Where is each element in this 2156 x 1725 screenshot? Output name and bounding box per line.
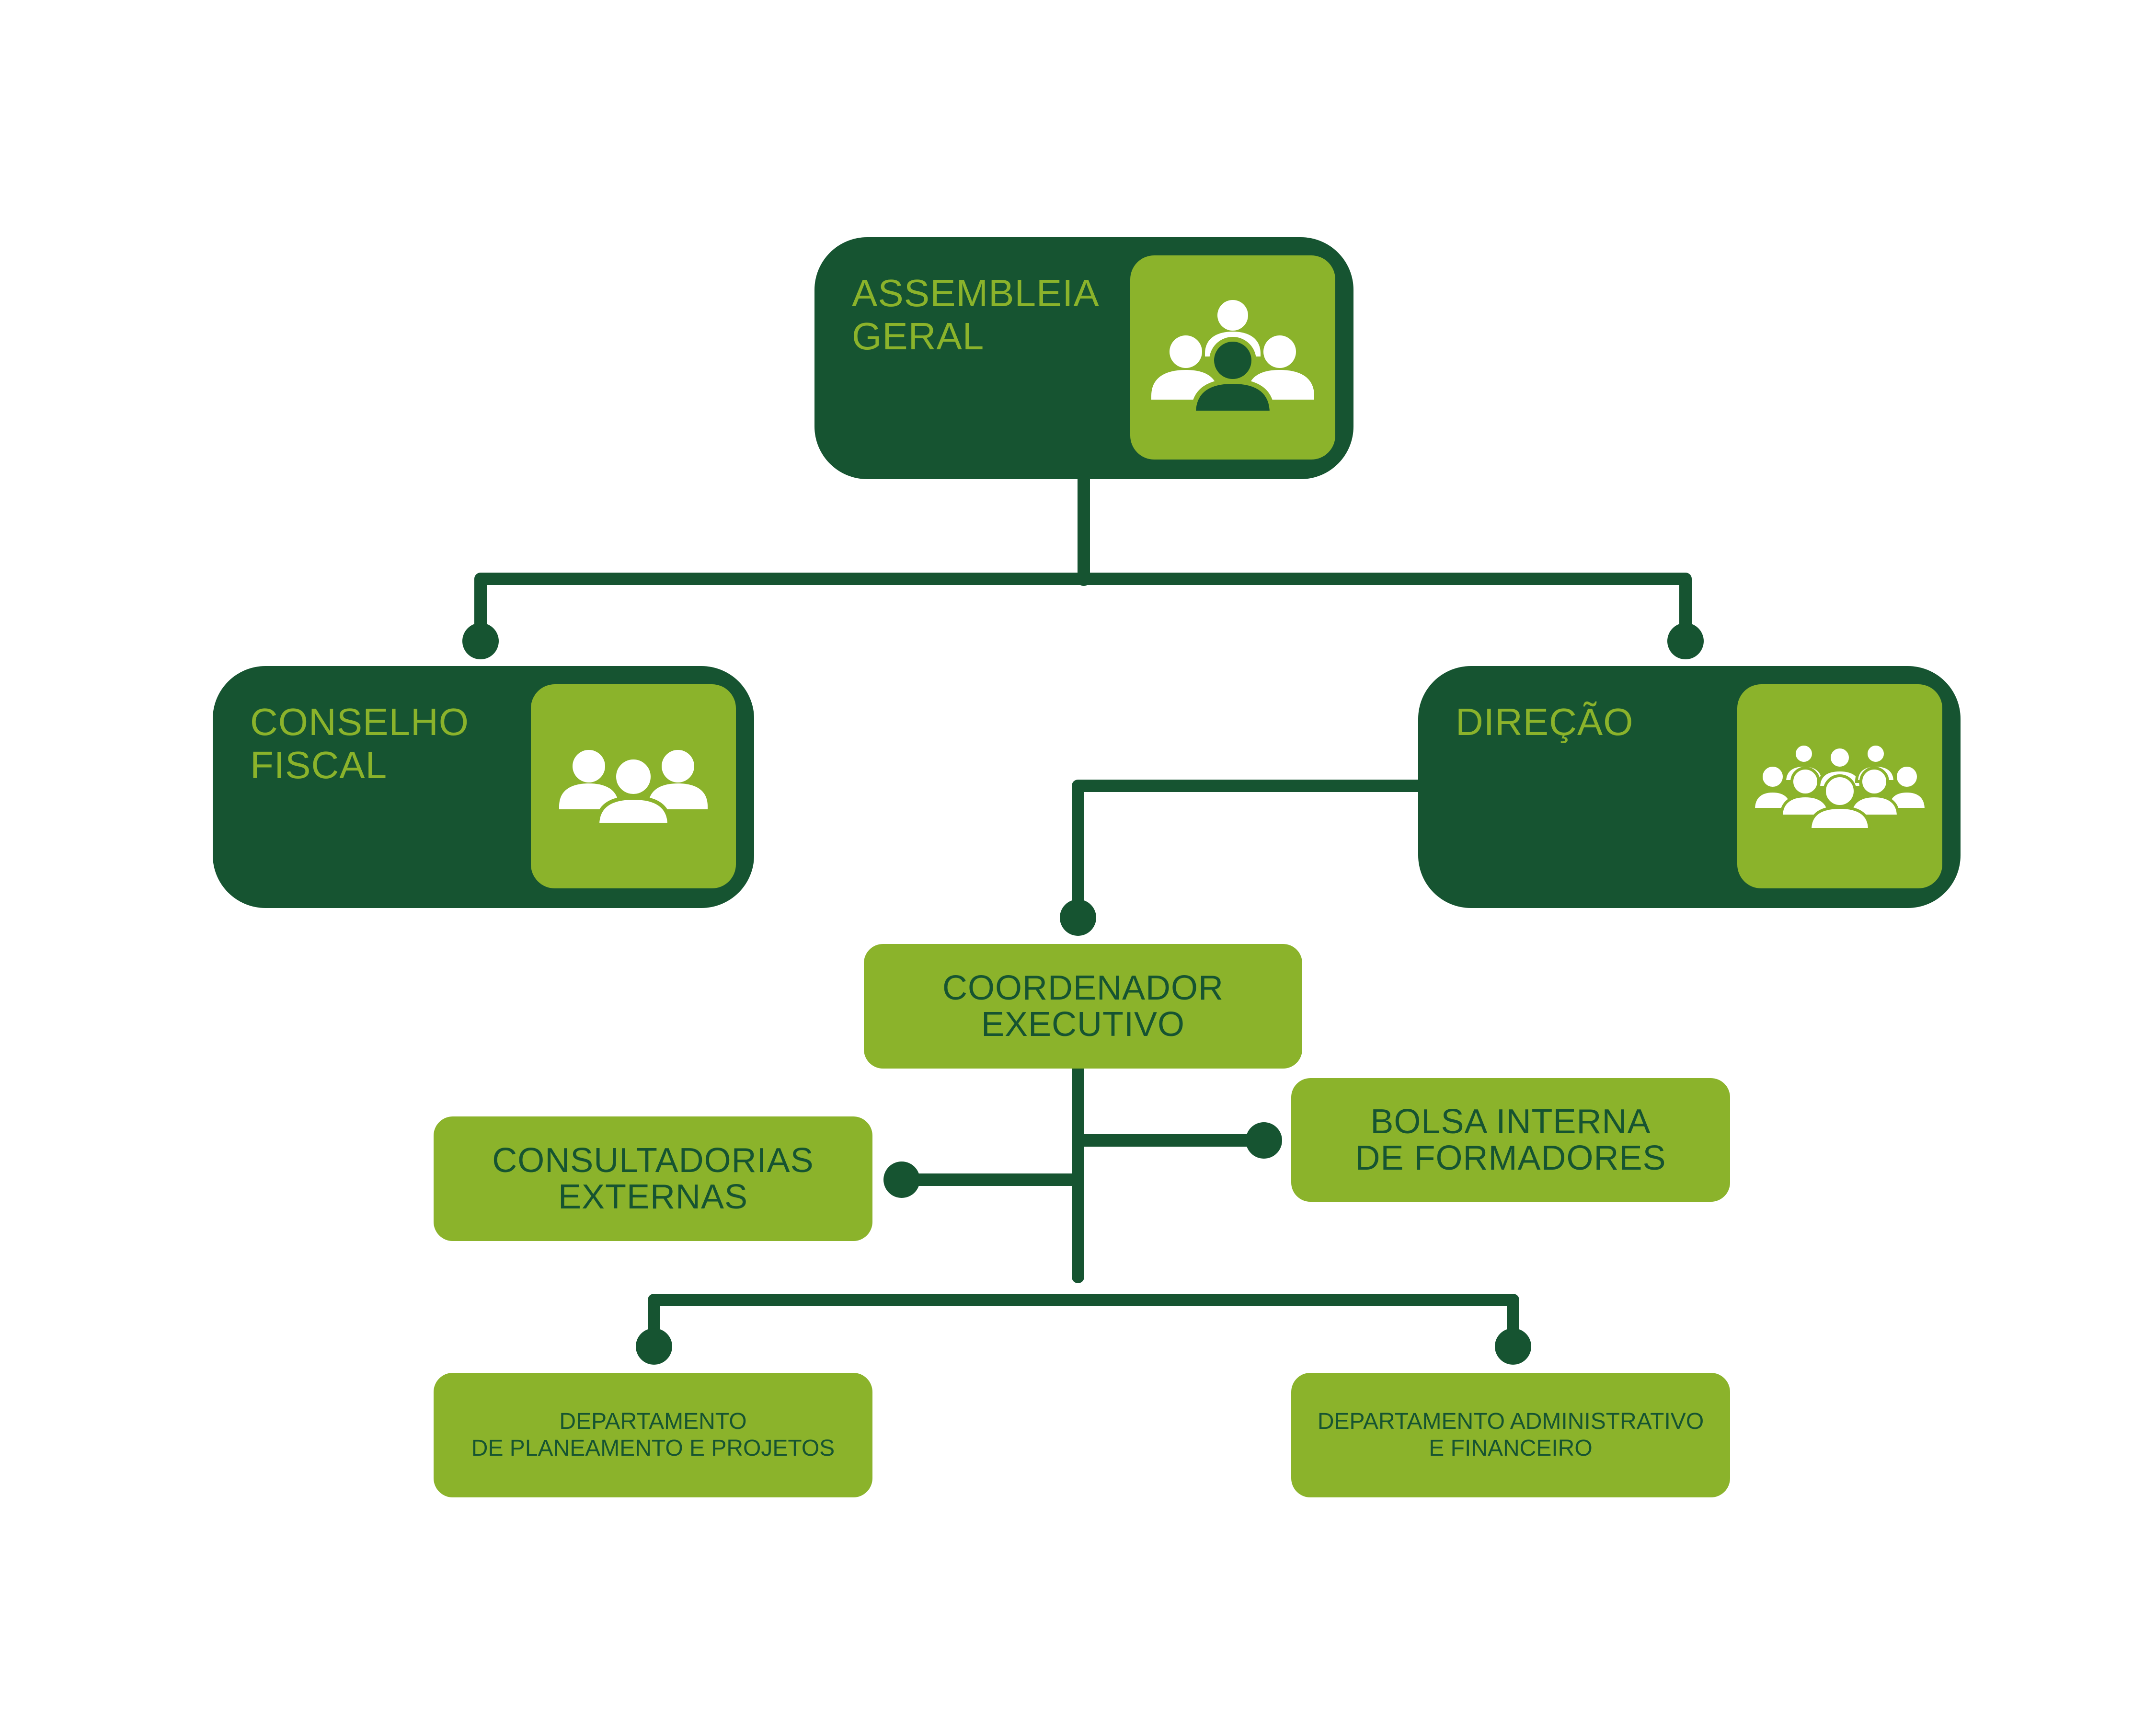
node-assembleia-geral-title: ASSEMBLEIA GERAL (852, 272, 1100, 357)
node-conselho-fiscal-title: CONSELHO FISCAL (250, 701, 469, 786)
node-direcao-title: DIREÇÃO (1456, 701, 1634, 743)
node-consultadorias-externas: CONSULTADORIAS EXTERNAS (434, 1116, 872, 1241)
node-conselho-fiscal: CONSELHO FISCAL (213, 666, 754, 908)
node-departamento-administrativo-financeiro: DEPARTAMENTO ADMINISTRATIVO E FINANCEIRO (1291, 1373, 1730, 1497)
connector-assembleia-branch (474, 573, 1692, 646)
connector-dot-conselho (462, 623, 499, 659)
group-of-people-icon (1151, 300, 1314, 415)
connector-dot-direcao (1667, 623, 1704, 659)
node-coordenador-executivo: COORDENADOR EXECUTIVO (864, 944, 1302, 1069)
crowd-icon (1754, 743, 1926, 829)
node-direcao-icon-panel (1737, 684, 1942, 888)
node-direcao: DIREÇÃO (1418, 666, 1961, 908)
connector-departments-branch (648, 1294, 1519, 1350)
node-departamento-planeamento-projetos: DEPARTAMENTO DE PLANEAMENTO E PROJETOS (434, 1373, 872, 1497)
connector-dot-coordenador (1060, 899, 1096, 936)
node-assembleia-geral: ASSEMBLEIA GERAL (814, 237, 1353, 479)
connector-dot-dept-planeamento (636, 1328, 672, 1365)
connector-dot-consultadorias (883, 1162, 920, 1198)
connector-direcao-coordenador (1072, 780, 1430, 921)
connector-dot-bolsa (1246, 1122, 1282, 1159)
connector-dot-dept-administrativo (1495, 1328, 1531, 1365)
three-people-icon (559, 750, 708, 825)
node-conselho-fiscal-icon-panel (531, 684, 736, 888)
node-bolsa-interna-formadores: BOLSA INTERNA DE FORMADORES (1291, 1078, 1730, 1202)
node-assembleia-geral-icon-panel (1130, 255, 1335, 460)
